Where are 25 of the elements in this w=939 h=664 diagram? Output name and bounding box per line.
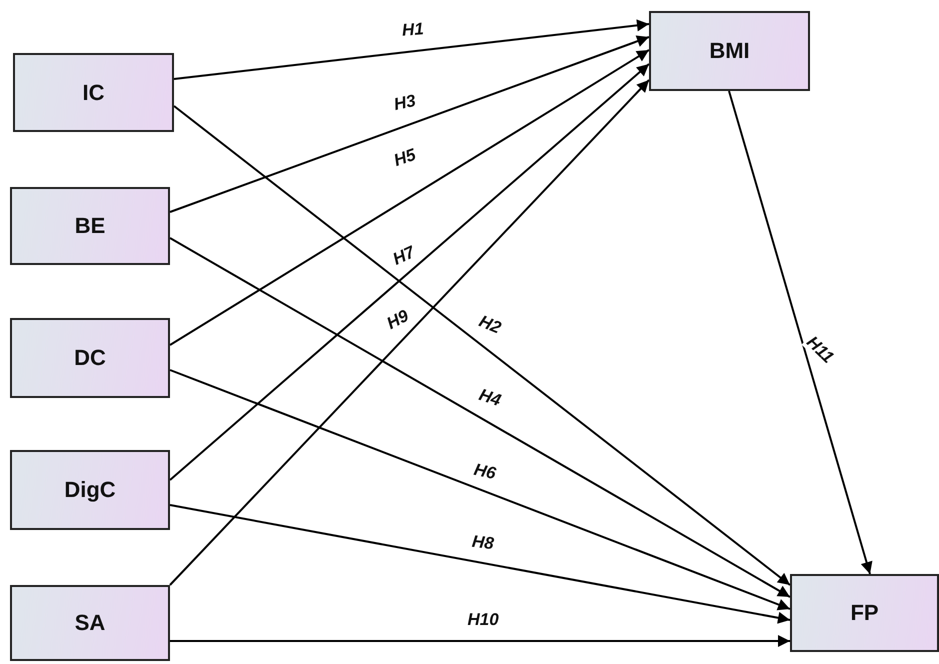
arrow	[728, 90, 872, 574]
arrow	[169, 63, 650, 481]
arrow	[170, 369, 790, 610]
construct-name: DC	[74, 345, 106, 371]
arrow	[170, 237, 790, 598]
arrow	[173, 105, 791, 586]
construct-name: BE	[74, 213, 106, 239]
construct-name: IC	[82, 80, 104, 106]
construct-box	[10, 318, 170, 398]
construct-box	[10, 187, 170, 265]
construct-name: BMI	[709, 38, 750, 64]
construct-name: SA	[74, 610, 106, 636]
construct-box	[10, 450, 170, 530]
construct-box	[10, 585, 170, 661]
arrow	[170, 635, 790, 647]
construct-name: DigC	[64, 477, 116, 503]
construct-box	[13, 53, 174, 132]
construct-name: FP	[850, 600, 879, 626]
arrow	[170, 35, 650, 213]
construct-box	[649, 11, 810, 91]
arrow	[170, 504, 790, 624]
arrow	[174, 19, 650, 80]
arrow	[169, 79, 650, 586]
arrow	[169, 49, 650, 346]
construct-box	[790, 574, 939, 652]
